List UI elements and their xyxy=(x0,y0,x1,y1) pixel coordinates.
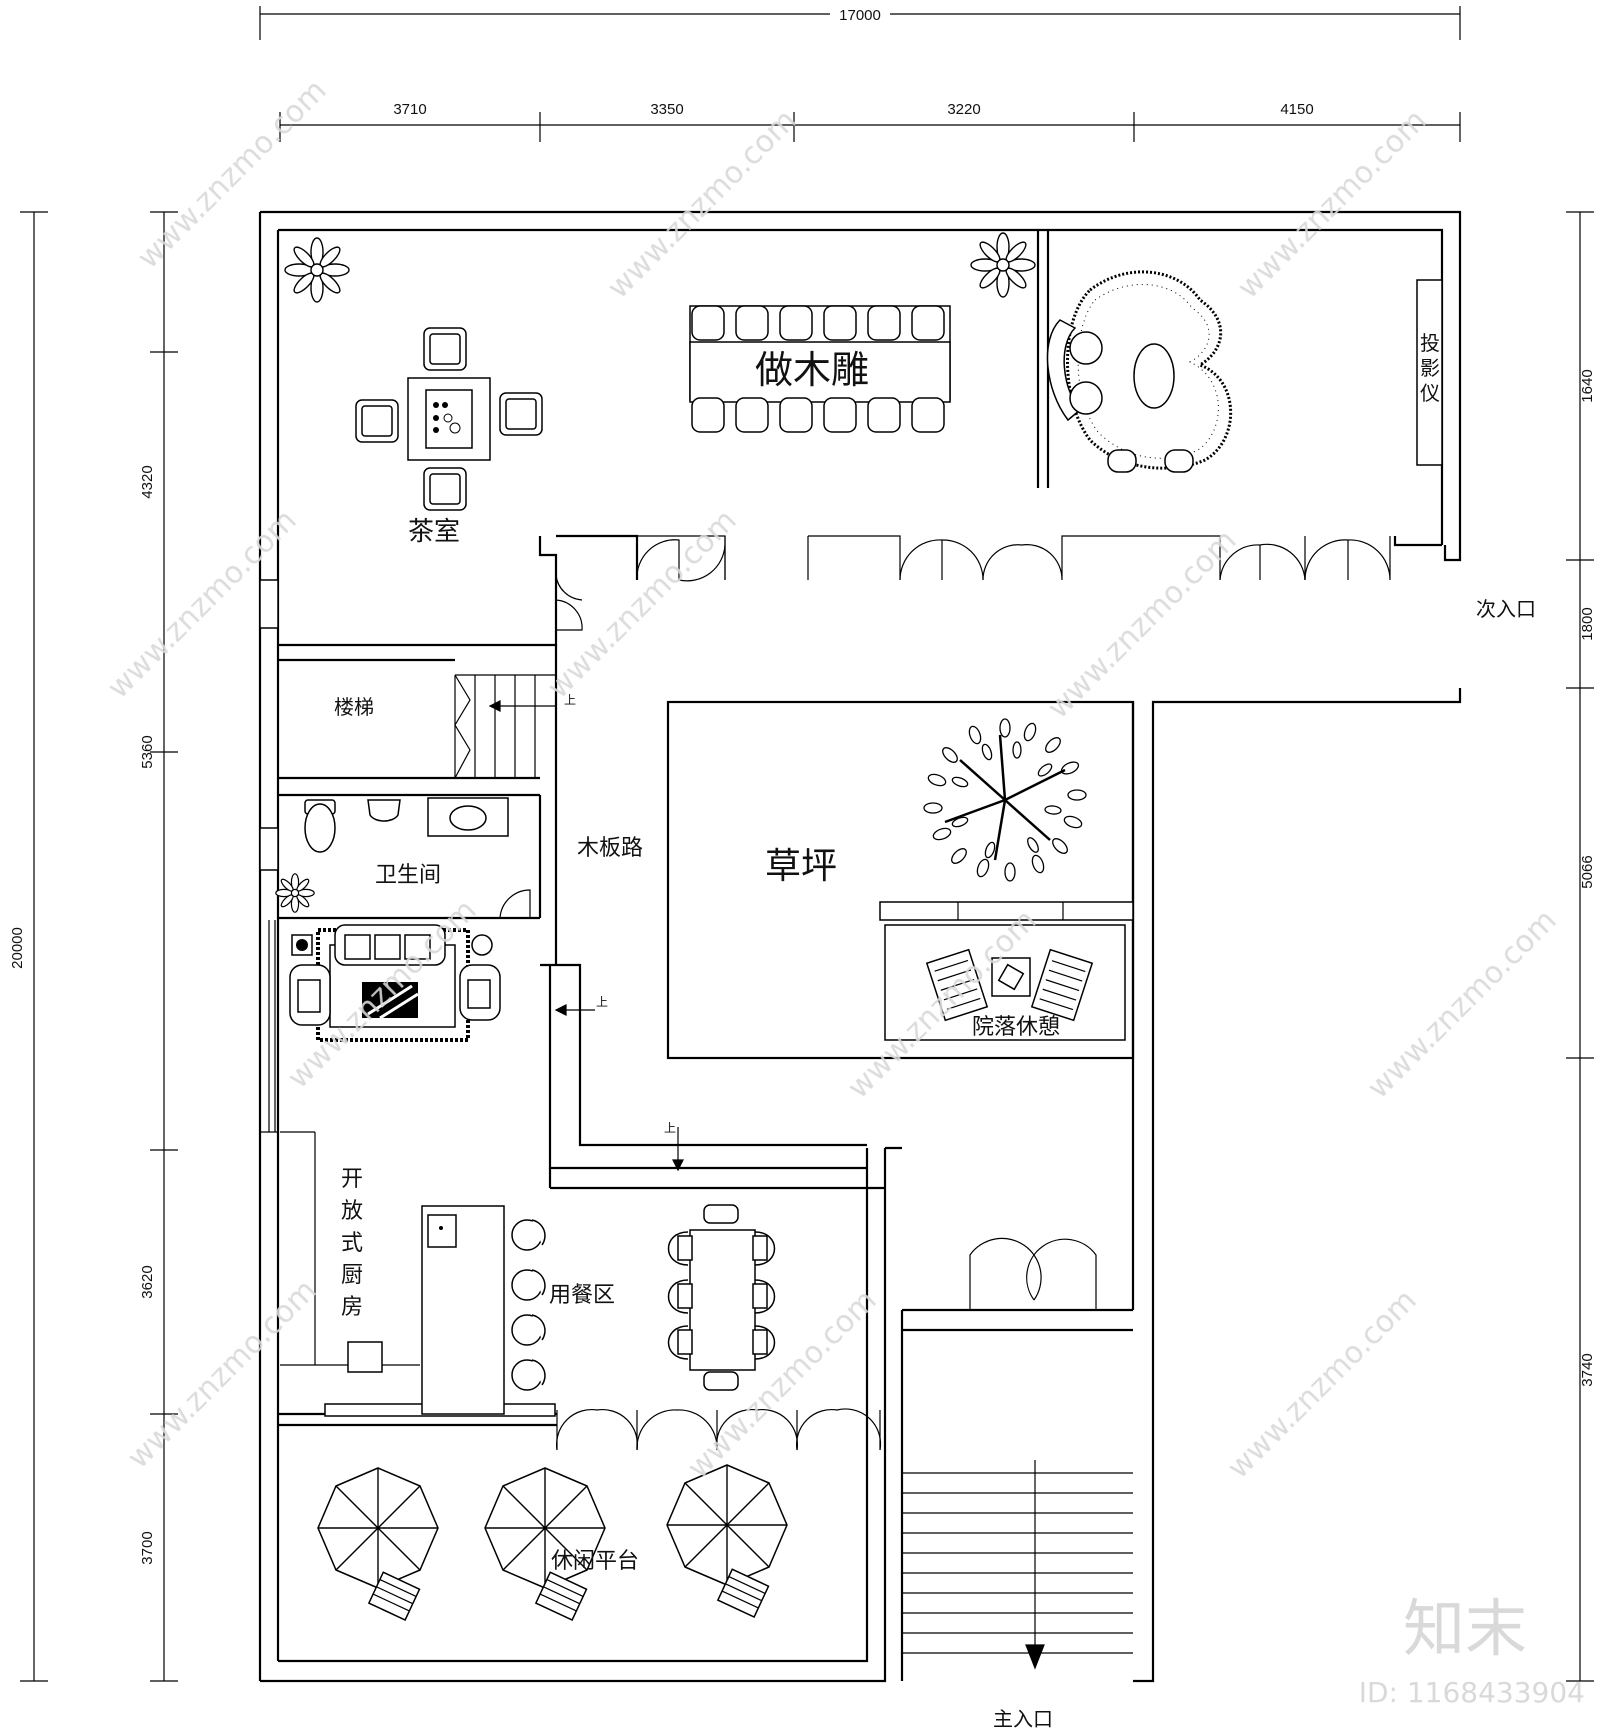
dim-total-width: 17000 xyxy=(839,7,881,24)
umbrella-icon xyxy=(317,1467,439,1622)
label-lawn: 草坪 xyxy=(765,846,837,887)
umbrella-icon xyxy=(666,1464,788,1619)
dining-table-set xyxy=(667,1204,776,1391)
tea-table-set xyxy=(355,327,543,511)
dim-left-3: 3620 xyxy=(139,1265,156,1298)
watermark-site: www.znzmo.com xyxy=(131,73,334,276)
watermark-site: www.znzmo.com xyxy=(1041,523,1244,726)
carving-table xyxy=(689,305,951,433)
dim-left-2: 5360 xyxy=(139,735,156,768)
label-kitchen-3: 式 xyxy=(341,1231,363,1256)
dim-right-4: 3740 xyxy=(1579,1353,1596,1386)
plant-icon xyxy=(275,873,315,913)
dim-left-1: 4320 xyxy=(139,465,156,498)
doors xyxy=(499,535,1391,1451)
lounge-rug xyxy=(1046,270,1233,473)
umbrella-icon xyxy=(484,1467,606,1622)
dim-top-1: 3710 xyxy=(393,101,426,118)
dim-top-2: 3350 xyxy=(650,101,683,118)
label-secondary-entrance: 次入口 xyxy=(1476,597,1536,621)
dim-top-4: 4150 xyxy=(1280,101,1313,118)
watermark-id: ID: 1168433904 xyxy=(1359,1676,1585,1709)
label-kitchen-5: 房 xyxy=(341,1295,363,1320)
watermark-site: www.znzmo.com xyxy=(1231,103,1434,306)
label-courtyard-rest: 院落休憩 xyxy=(972,1015,1060,1040)
label-kitchen-2: 放 xyxy=(341,1199,363,1224)
plant-icon xyxy=(284,237,350,303)
courtyard-rest-set xyxy=(879,901,1134,1041)
label-kitchen-4: 厨 xyxy=(341,1263,363,1288)
watermark-site: www.znzmo.com xyxy=(1221,1283,1424,1486)
dim-right-3: 5066 xyxy=(1579,855,1596,888)
dimension-labels: 17000 3710 3350 3220 4150 20000 4320 536… xyxy=(9,4,1596,1565)
bathroom-fixtures xyxy=(304,797,509,853)
label-projector-3: 仪 xyxy=(1420,381,1440,405)
label-boardwalk: 木板路 xyxy=(577,836,643,861)
label-main-entrance: 主入口 xyxy=(993,1707,1053,1731)
label-up-1: 上 xyxy=(564,693,576,707)
room-labels: 茶室 做木雕 投 影 仪 次入口 楼梯 上 上 上 卫生间 木板路 草坪 院落休… xyxy=(334,331,1536,1731)
label-dining: 用餐区 xyxy=(549,1283,615,1308)
watermark-site: www.znzmo.com xyxy=(601,103,804,306)
dim-left-4: 3700 xyxy=(139,1531,156,1564)
stairs-up xyxy=(454,674,684,1172)
dim-top-3: 3220 xyxy=(947,101,980,118)
watermark-site: www.znzmo.com xyxy=(121,1273,324,1476)
dim-right-1: 1640 xyxy=(1579,369,1596,402)
watermark-site: www.znzmo.com xyxy=(541,503,744,706)
dim-right-2: 1800 xyxy=(1579,607,1596,640)
projector-screen xyxy=(1416,279,1443,466)
label-kitchen-1: 开 xyxy=(341,1167,363,1192)
label-bathroom: 卫生间 xyxy=(375,863,441,888)
tree-icon xyxy=(923,718,1087,882)
plant-icon xyxy=(970,232,1036,298)
watermark-site: www.znzmo.com xyxy=(1361,903,1564,1106)
watermark-brand: 知末 xyxy=(1403,1592,1527,1665)
label-stairs: 楼梯 xyxy=(334,695,374,719)
dimension-lines xyxy=(20,6,1594,1682)
label-wood-carving: 做木雕 xyxy=(755,348,869,392)
label-up-3: 上 xyxy=(664,1121,676,1135)
living-sofa-set xyxy=(289,924,501,1042)
label-up-2: 上 xyxy=(596,995,608,1009)
label-leisure-platform: 休闲平台 xyxy=(551,1549,639,1574)
dim-total-height: 20000 xyxy=(9,927,26,969)
main-stairs xyxy=(902,1460,1133,1670)
label-tea-room: 茶室 xyxy=(408,517,460,547)
kitchen-island xyxy=(347,1205,546,1415)
label-projector-1: 投 xyxy=(1420,331,1440,355)
label-projector-2: 影 xyxy=(1420,356,1440,380)
